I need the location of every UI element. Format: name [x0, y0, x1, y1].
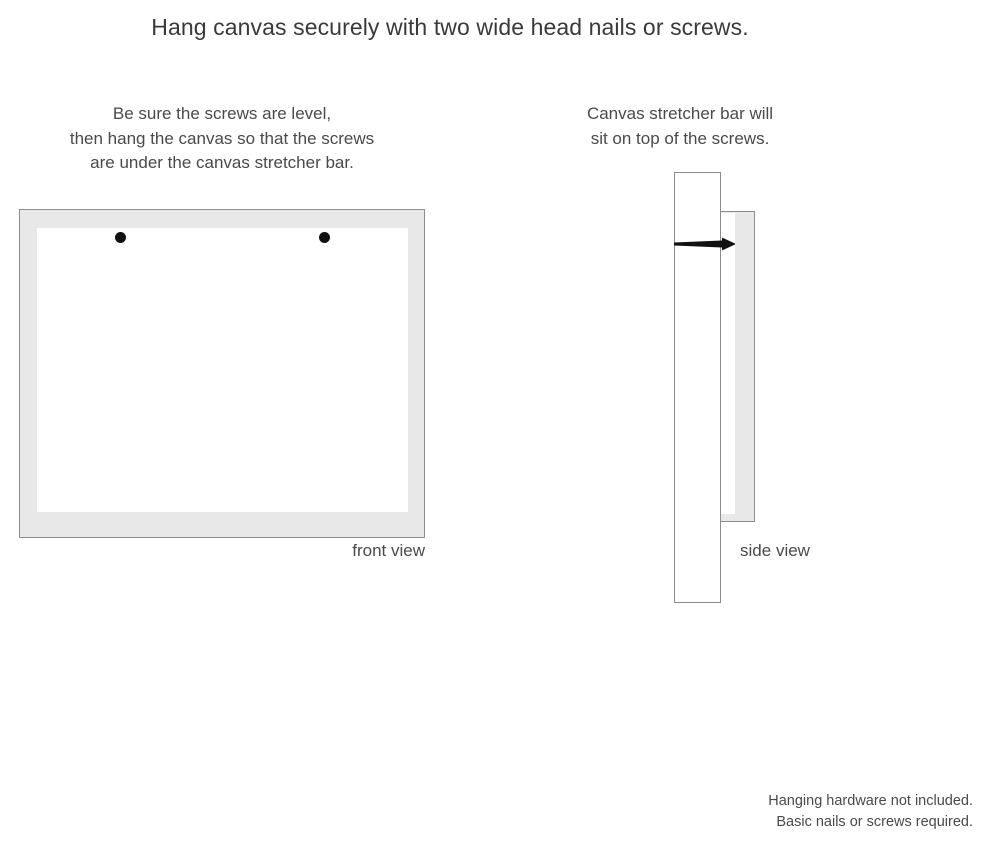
- footer-note-line-2: Basic nails or screws required.: [776, 814, 973, 830]
- side-view-caption: Canvas stretcher bar will sit on top of …: [530, 102, 830, 151]
- front-view-caption: Be sure the screws are level, then hang …: [0, 102, 444, 176]
- side-view-caption-line-1: Canvas stretcher bar will: [586, 104, 774, 123]
- stretcher-bar-inner-gap: [721, 213, 735, 514]
- screw-head-left-icon: [115, 232, 126, 243]
- page-title: Hang canvas securely with two wide head …: [151, 14, 749, 40]
- footer-note: Hanging hardware not included. Basic nai…: [573, 791, 973, 833]
- front-view-diagram: [19, 209, 425, 538]
- nail-icon: [674, 237, 735, 251]
- side-view-caption-line-2: sit on top of the screws.: [590, 128, 770, 148]
- screw-head-right-icon: [319, 232, 330, 243]
- front-view-caption-line-1: Be sure the screws are level,: [112, 104, 332, 123]
- canvas-surface: [37, 228, 408, 512]
- side-view-label: side view: [740, 541, 810, 560]
- footer-note-line-1: Hanging hardware not included.: [768, 793, 973, 809]
- front-view-label: front view: [352, 541, 425, 560]
- front-view-caption-line-2: then hang the canvas so that the screws: [69, 128, 375, 148]
- front-view-caption-line-3: are under the canvas stretcher bar.: [90, 153, 354, 172]
- side-view-diagram: [674, 172, 794, 604]
